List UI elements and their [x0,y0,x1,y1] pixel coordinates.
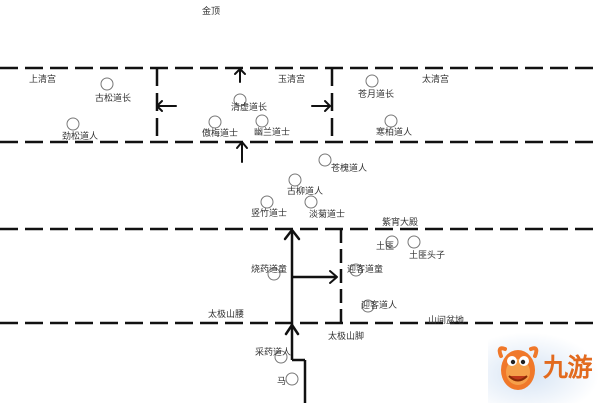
npc-canghuai-marker[interactable] [318,153,332,167]
npc-cangyue-marker[interactable] [365,74,379,88]
arrow-left-to-shangqing[interactable] [156,100,177,112]
path-lines [290,232,336,403]
npc-canghuai-label: 苍槐道人 [331,162,367,173]
npc-gusong-label: 古松道长 [95,92,131,103]
region-taiji-jiao[interactable]: 太极山脚 [328,330,364,341]
npc-yingke-tong-label: 迎客道童 [347,263,383,274]
npc-youlan-label: 幽兰道士 [254,126,290,137]
jiuyou-logo: 九游 [488,332,600,403]
npc-caiyao-label: 采药道人 [255,346,291,357]
npc-hanbai-label: 寒柏道人 [376,126,412,137]
npc-youlan-marker[interactable] [255,114,269,128]
npc-qingxu-label: 清虚道长 [231,101,267,112]
region-shanjian[interactable]: 山间盆地 [428,314,464,325]
logo-brand-text: 九游 [543,354,593,382]
npc-ma-label: 马 [277,376,286,386]
npc-shuzhu-marker[interactable] [260,195,274,209]
region-labels: 上清宫 玉清宫 太清宫 紫宵大殿 太极山腰 太极山脚 山间盆地 [29,73,464,341]
arrows [156,68,338,336]
region-taiqing[interactable]: 太清宫 [422,73,449,84]
npc-guliu-marker[interactable] [288,173,302,187]
npc-danju-marker[interactable] [304,195,318,209]
npc-tufei-marker[interactable] [385,235,399,249]
npc-tufei-label: 土匪 [376,240,394,251]
npc-tufei-tou-label: 土匪头子 [409,249,445,260]
arrow-up-to-yuqing[interactable] [236,141,248,163]
npc-yingke-ren-marker[interactable] [361,299,375,313]
dashed-boundaries [0,66,600,325]
arrow-right-to-taiqing[interactable] [311,100,331,112]
region-yuqing[interactable]: 玉清宫 [278,73,305,84]
npc-cangyue-label: 苍月道长 [358,88,394,99]
map-title: 金顶 [202,5,220,16]
npc-shaoyao-marker[interactable] [267,267,281,281]
npc-danju-label: 淡菊道士 [309,208,345,219]
npc-ma-marker[interactable] [285,372,299,386]
region-zixiao[interactable]: 紫宵大殿 [382,216,418,227]
npc-yingke-tong-marker[interactable] [349,263,363,277]
npc-shuzhu-label: 竖竹道士 [251,207,287,218]
arrow-up-to-jinding[interactable] [234,68,246,83]
npc-gusong-marker[interactable] [100,77,114,91]
npc-aomei-marker[interactable] [208,115,222,129]
arrow-right-to-zixiao[interactable] [329,270,338,284]
npc-qingxu-marker[interactable] [233,93,247,107]
npc-hanbai-marker[interactable] [384,114,398,128]
npc-labels: 古松道长 劲松道人 清虚道长 傲梅道士 幽兰道士 苍月道长 寒柏道人 苍槐道人 … [62,88,445,386]
region-taiji-yao[interactable]: 太极山腰 [208,308,244,319]
npc-tufei-tou-marker[interactable] [407,235,421,249]
arrow-up-from-low[interactable] [284,323,300,336]
npc-guliu-label: 古柳道人 [287,185,323,196]
npc-yingke-ren-label: 迎客道人 [361,299,397,310]
npc-markers [66,74,421,386]
npc-shaoyao-label: 烧药道童 [251,263,287,274]
arrow-up-from-mid[interactable] [283,228,301,241]
npc-caiyao-marker[interactable] [274,350,288,364]
npc-jingsong-marker[interactable] [66,117,80,131]
npc-jingsong-label: 劲松道人 [62,130,98,141]
npc-aomei-label: 傲梅道士 [202,127,238,138]
mascot-icon [497,346,539,390]
region-shangqing[interactable]: 上清宫 [29,73,56,84]
